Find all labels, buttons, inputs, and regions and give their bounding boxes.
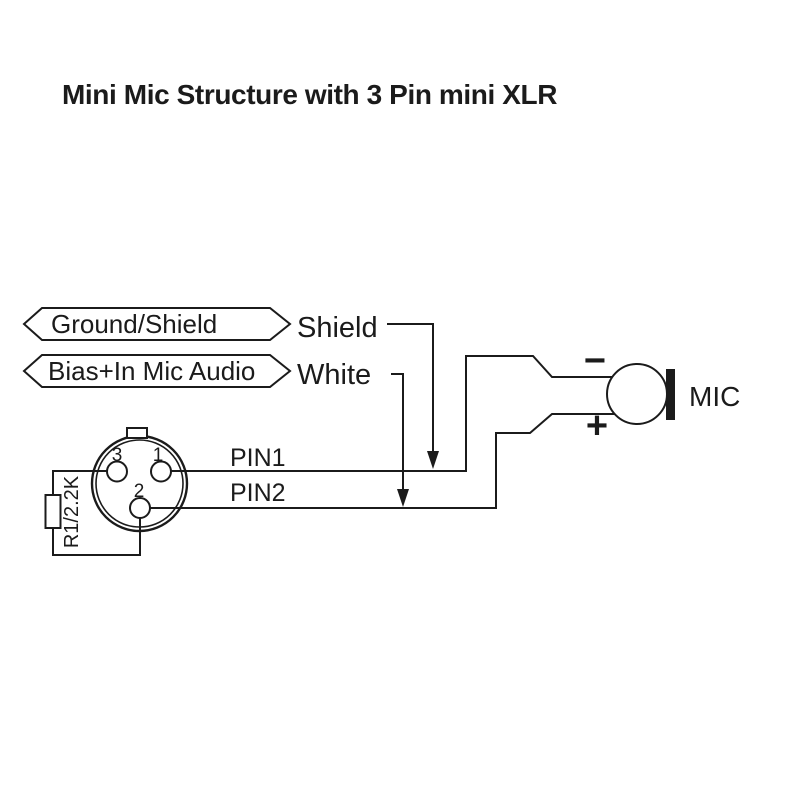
xlr-pin-3-number: 3 [112,445,123,466]
xlr-keyway-notch [126,427,148,439]
mic-label: MIC [689,381,740,412]
bias-audio-callout: Bias+In Mic Audio [22,354,292,388]
white-wire-label: White [297,359,371,391]
xlr-pin-2-number: 2 [134,481,145,502]
callout-arrow-shape [22,354,292,388]
resistor-wire [52,470,141,556]
wires [52,323,615,556]
diagram-title: Mini Mic Structure with 3 Pin mini XLR [62,79,558,110]
mic-positive-sign: + [586,405,608,447]
shield-wire-label: Shield [297,312,378,344]
resistor-label: R1/2.2K [61,475,83,548]
callout-arrow-shape [22,307,292,341]
pin1-wire [161,355,613,472]
resistor-body [44,494,62,529]
bias-audio-callout-label: Bias+In Mic Audio [48,356,255,386]
shield-wire [387,323,434,452]
xlr-pin-1 [150,460,172,483]
pin2-wire [140,413,615,509]
mic-diaphragm-bar [666,369,675,420]
white-wire-arrowhead-icon [397,489,409,507]
ground-shield-callout: Ground/Shield [22,307,292,341]
xlr-pin-1-number: 1 [153,445,164,466]
shield-wire-arrowhead-icon [427,451,439,469]
pin1-line-label: PIN1 [230,444,286,472]
xlr-pin-3 [106,460,128,483]
xlr-pin-2 [129,497,151,519]
white-wire [391,373,404,490]
ground-shield-callout-label: Ground/Shield [51,309,217,339]
mic-negative-sign: − [584,340,606,382]
pin2-line-label: PIN2 [230,479,286,507]
mic-element: MIC − + [584,340,740,447]
mic-body [606,363,668,425]
